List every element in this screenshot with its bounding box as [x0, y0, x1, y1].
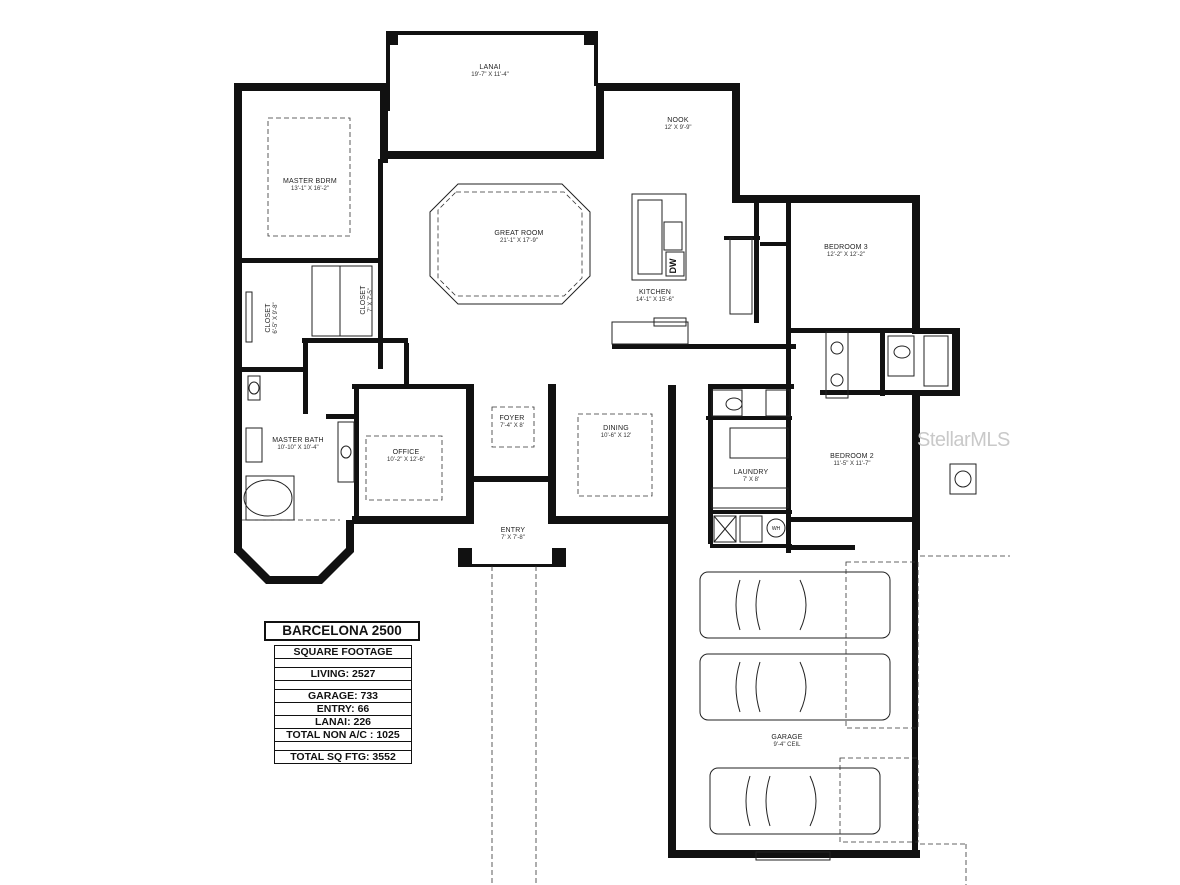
watermark: StellarMLS: [917, 429, 1010, 451]
total-non-ac-row: TOTAL NON A/C : 1025: [275, 729, 411, 742]
room-dimension-master-bath: 10'-10" X 10'-4": [277, 445, 318, 451]
room-label-garage: GARAGE: [771, 734, 802, 741]
room-label-nook: NOOK: [667, 117, 689, 124]
room-label-kitchen: KITCHEN: [639, 289, 671, 296]
water-heater-label: WH: [772, 526, 781, 532]
room-dimension-nook: 12' X 9'-9": [664, 125, 691, 131]
spacer-row: [275, 659, 411, 668]
room-dimension-laundry: 7' X 8': [743, 477, 759, 483]
garage-row: GARAGE: 733: [275, 690, 411, 703]
room-dimension-dining: 10'-6" X 12': [601, 433, 631, 439]
room-label-entry: ENTRY: [501, 527, 526, 534]
room-label-great-room: GREAT ROOM: [494, 230, 543, 237]
fixtures: [242, 117, 1010, 885]
square-footage-table: SQUARE FOOTAGE LIVING: 2527 GARAGE: 733 …: [274, 645, 412, 764]
dishwasher-label: DW: [668, 258, 678, 273]
spacer-row: [275, 681, 411, 690]
room-dimension-bedroom-2: 11'-5" X 11'-7": [833, 461, 870, 467]
room-label-lanai: LANAI: [479, 64, 500, 71]
total-sq-ftg-row: TOTAL SQ FTG: 3552: [290, 751, 396, 763]
room-dimension-master-bdrm: 13'-1" X 16'-2": [291, 186, 329, 192]
room-dimension-entry: 7' X 7'-8": [501, 535, 525, 541]
room-label-bedroom-2: BEDROOM 2: [830, 453, 874, 460]
room-dimension-garage: 9'-4" CEIL: [774, 742, 802, 748]
room-dimension-bedroom-3: 12'-2" X 12'-2": [827, 252, 865, 258]
room-dimension-foyer: 7'-4" X 8': [500, 423, 524, 429]
spacer-row: [275, 742, 411, 751]
lanai-row: LANAI: 226: [275, 716, 411, 729]
room-dimension-kitchen: 14'-1" X 15'-6": [636, 297, 674, 303]
closet-dimension-closet-right: 7' X 7'-5": [368, 288, 374, 312]
living-row: LIVING: 2527: [275, 668, 411, 681]
room-label-laundry: LAUNDRY: [734, 469, 769, 476]
room-label-master-bath: MASTER BATH: [272, 437, 323, 444]
room-label-foyer: FOYER: [499, 415, 524, 422]
room-dimension-office: 10'-2" X 12'-6": [387, 457, 425, 463]
entry-row: ENTRY: 66: [275, 703, 411, 716]
room-label-office: OFFICE: [393, 449, 420, 456]
square-footage-header: SQUARE FOOTAGE: [275, 646, 411, 659]
room-label-dining: DINING: [603, 425, 629, 432]
interior-walls: [242, 159, 912, 553]
closet-label-closet-left: CLOSET: [265, 303, 272, 333]
plan-title-box: BARCELONA 2500: [264, 621, 420, 641]
room-dimension-lanai: 19'-7" X 11'-4": [471, 72, 508, 78]
exterior-walls: [234, 31, 960, 858]
closet-label-closet-right: CLOSET: [360, 285, 367, 315]
room-dimension-great-room: 21'-1" X 17'-9": [500, 238, 538, 244]
room-label-bedroom-3: BEDROOM 3: [824, 244, 868, 251]
closet-dimension-closet-left: 6'-5" X 9'-8": [273, 302, 279, 333]
plan-title: BARCELONA 2500: [264, 621, 420, 641]
room-label-master-bdrm: MASTER BDRM: [283, 178, 337, 185]
